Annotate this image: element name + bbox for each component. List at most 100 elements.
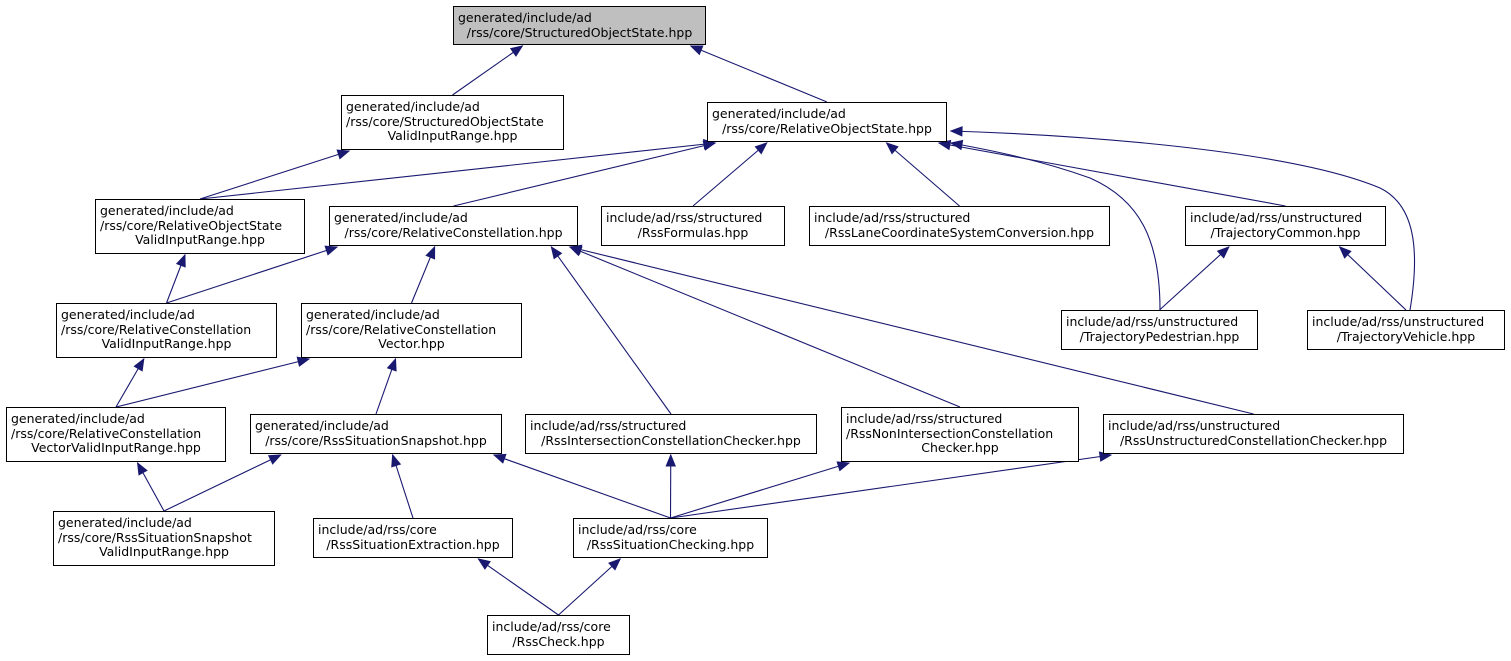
edge-rss-check-to-rss-situation-checking [558,558,621,616]
arrowhead-icon [1216,246,1230,259]
node-label-line: /rss/core/RssSituationSnapshot.hpp [265,432,487,448]
edge-rss-situation-snapshot-valid-input-range-to-rss-situation-snapshot [163,454,281,512]
node-trajectory-common[interactable]: include/ad/rss/unstructured /TrajectoryC… [1185,206,1386,246]
edge-rss-non-intersection-constellation-checker-to-relative-constellation [569,246,961,408]
arrowhead-icon [336,149,351,160]
node-label-line: include/ad/rss/unstructured [1066,314,1239,329]
arrowhead-icon [477,558,491,570]
node-label-line: include/ad/rss/unstructured [1108,418,1281,433]
node-rss-formulas[interactable]: include/ad/rss/structured /RssFormulas.h… [601,206,785,246]
edge-trajectory-pedestrian-to-trajectory-common [1159,246,1230,311]
node-label-line: ValidInputRange.hpp [135,232,265,247]
edge-relative-constellation-vector-valid-input-range-to-relative-constellation-vector [115,358,310,408]
node-label-line: /rss/core/RelativeConstellation [61,321,252,337]
arrowhead-icon [608,558,622,571]
node-label-line: /rss/core/StructuredObjectState [346,113,544,129]
edge-relative-constellation-valid-input-range-to-relative-constellation [166,246,338,304]
node-label-line: generated/include/ad [11,411,145,426]
arrowhead-icon [836,461,851,472]
arrowhead-icon [754,142,768,155]
edge-rss-situation-checking-to-rss-situation-snapshot [493,454,671,519]
arrowhead-icon [391,453,402,468]
node-relative-object-state[interactable]: generated/include/ad /rss/core/RelativeO… [707,102,947,142]
node-label-line: Vector.hpp [378,336,445,351]
edge-rss-check-to-rss-situation-extraction [478,558,559,616]
node-relative-constellation-vector[interactable]: generated/include/ad /rss/core/RelativeC… [301,303,522,358]
arrowhead-icon [689,45,704,56]
node-label-line: generated/include/ad [334,210,468,225]
node-rss-lane-coordinate-system-conversion[interactable]: include/ad/rss/structured /RssLaneCoordi… [809,206,1110,246]
node-label-line: /RssFormulas.hpp [637,224,749,240]
node-label-line: VectorValidInputRange.hpp [31,440,201,455]
node-label-line: include/ad/rss/core [492,619,611,634]
node-label-line: include/ad/rss/structured [846,411,1003,426]
edge-rss-formulas-to-relative-object-state [692,142,768,207]
node-label-line: /RssCheck.hpp [512,633,605,649]
edge-rss-situation-checking-to-rss-unstructured-constellation-checker [670,454,1112,519]
node-relative-object-state-valid-input-range[interactable]: generated/include/ad /rss/core/RelativeO… [95,199,305,254]
node-label-line: include/ad/rss/structured [606,210,763,225]
arrowhead-icon [386,357,397,372]
node-label-line: generated/include/ad [458,10,592,25]
node-rss-situation-extraction[interactable]: include/ad/rss/core /RssSituationExtract… [313,518,513,558]
edge-trajectory-vehicle-to-relative-object-state [950,130,1416,311]
arrowhead-icon [568,244,583,255]
node-rss-intersection-constellation-checker[interactable]: include/ad/rss/structured /RssIntersecti… [525,414,817,454]
node-label-line: generated/include/ad [346,99,480,114]
node-label-line: ValidInputRange.hpp [387,128,518,143]
arrowhead-icon [885,142,899,155]
node-label-line: /rss/core/RelativeConstellation [11,425,202,441]
node-rss-non-intersection-constellation-checker[interactable]: include/ad/rss/structured /RssNonInterse… [841,407,1079,462]
node-structured-object-state-valid-input-range[interactable]: generated/include/ad /rss/core/Structure… [341,95,564,150]
arrowhead-icon [267,454,282,465]
node-trajectory-vehicle[interactable]: include/ad/rss/unstructured /TrajectoryV… [1307,310,1505,350]
arrowhead-icon [702,140,717,151]
arrowhead-icon [550,245,563,260]
arrowhead-icon [949,139,964,151]
arrowhead-icon [136,461,148,476]
node-structured-object-state[interactable]: generated/include/ad /rss/core/Structure… [453,6,706,45]
node-label-line: Checker.hpp [921,440,999,455]
edge-relative-object-state-valid-input-range-to-relative-object-state [199,142,716,200]
arrowhead-icon [425,245,436,260]
node-label-line: /RssNonIntersectionConstellation [846,425,1054,441]
node-relative-constellation-vector-valid-input-range[interactable]: generated/include/ad /rss/core/RelativeC… [6,407,226,462]
arrowhead-icon [949,126,963,137]
node-rss-situation-snapshot-valid-input-range[interactable]: generated/include/ad /rss/core/RssSituat… [53,511,275,566]
node-label-line: /TrajectoryPedestrian.hpp [1079,328,1240,344]
node-label-line: /RssUnstructuredConstellationChecker.hpp [1119,432,1388,448]
node-label-line: ValidInputRange.hpp [99,544,229,559]
arrowhead-icon [509,45,524,57]
node-label-line: /RssSituationChecking.hpp [586,536,755,552]
arrowhead-icon [1338,246,1352,259]
node-rss-unstructured-constellation-checker[interactable]: include/ad/rss/unstructured /RssUnstruct… [1103,414,1404,454]
node-label-line: ValidInputRange.hpp [101,336,232,351]
node-label-line: generated/include/ad [255,418,389,433]
edge-relative-object-state-to-structured-object-state [690,45,828,103]
arrowhead-icon [296,356,311,367]
node-label-line: /RssIntersectionConstellationChecker.hpp [541,432,801,448]
node-label-line: generated/include/ad [61,307,195,322]
edge-rss-lane-coordinate-system-conversion-to-relative-object-state [886,142,960,207]
node-label-line: /TrajectoryVehicle.hpp [1336,328,1476,344]
node-label-line: /RssLaneCoordinateSystemConversion.hpp [824,224,1095,240]
node-rss-situation-checking[interactable]: include/ad/rss/core /RssSituationCheckin… [573,518,768,558]
node-label-line: /RssSituationExtraction.hpp [326,536,500,552]
node-rss-situation-snapshot[interactable]: generated/include/ad /rss/core/RssSituat… [250,414,502,454]
edge-trajectory-vehicle-to-trajectory-common [1339,246,1407,311]
node-trajectory-pedestrian[interactable]: include/ad/rss/unstructured /TrajectoryP… [1061,310,1258,350]
node-label-line: /rss/core/RelativeObjectState [100,217,283,233]
node-label-line: generated/include/ad [306,307,440,322]
node-label-line: include/ad/rss/core [578,522,697,537]
edge-rss-situation-checking-to-rss-non-intersection-constellation-checker [670,462,850,519]
node-label-line: generated/include/ad [58,515,192,530]
edge-structured-object-state-valid-input-range-to-structured-object-state [452,45,523,96]
node-relative-constellation[interactable]: generated/include/ad /rss/core/RelativeC… [329,206,578,246]
edge-trajectory-common-to-relative-object-state [938,142,1286,207]
edge-rss-unstructured-constellation-checker-to-relative-constellation [569,246,1254,415]
arrowhead-icon [665,453,676,467]
node-rss-check[interactable]: include/ad/rss/core /RssCheck.hpp [487,615,630,655]
node-relative-constellation-valid-input-range[interactable]: generated/include/ad /rss/core/RelativeC… [56,303,277,358]
node-label-line: /rss/core/RssSituationSnapshot [58,529,252,545]
